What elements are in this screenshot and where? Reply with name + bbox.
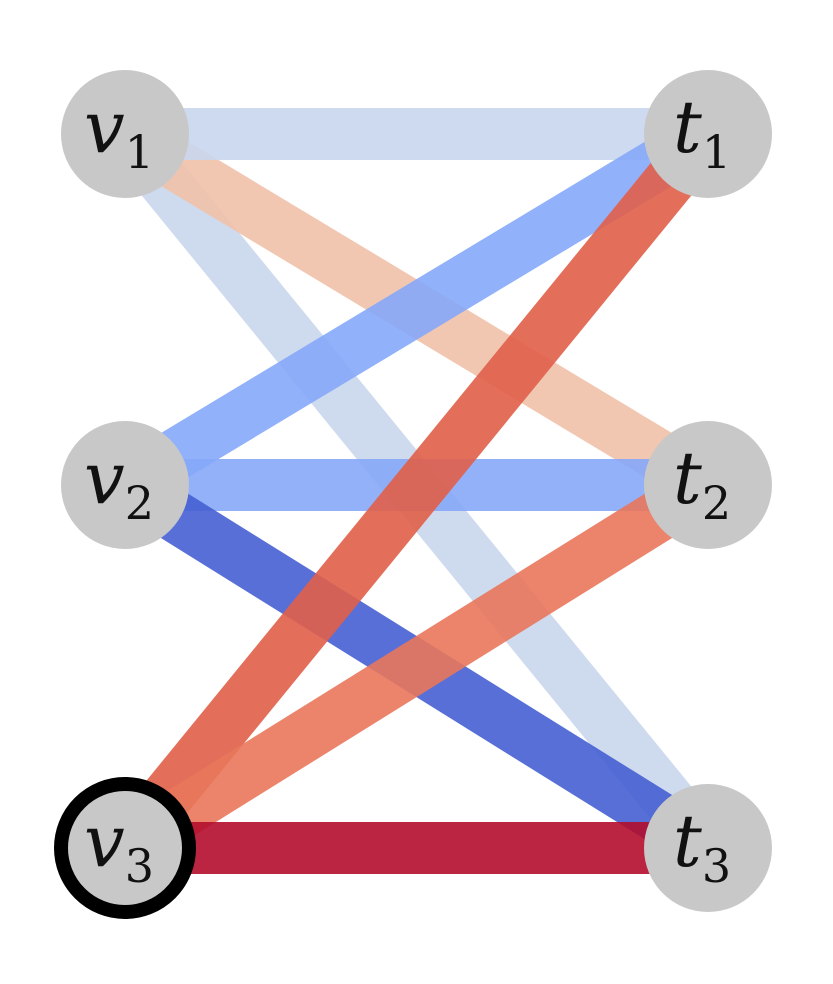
node-circle-t2 (644, 421, 772, 549)
edge-v3-t2 (111, 462, 722, 871)
node-label-t3: t3 (673, 799, 731, 893)
node-label-v3: v3 (84, 799, 154, 893)
node-label-t1: t1 (673, 85, 731, 179)
node-label-v2: v2 (84, 436, 154, 530)
node-v2: v2 (61, 421, 189, 549)
node-t1: t1 (644, 70, 772, 198)
edge-v3-t1 (104, 117, 729, 865)
node-letter-t3: t (673, 799, 703, 883)
node-subscript-v2: 2 (125, 476, 154, 530)
node-t3: t3 (644, 784, 772, 912)
node-letter-v1: v (84, 85, 125, 169)
node-subscript-t2: 2 (702, 476, 731, 530)
node-letter-v3: v (84, 799, 125, 883)
node-letter-t2: t (673, 436, 703, 520)
node-letter-v2: v (84, 436, 125, 520)
node-subscript-t1: 1 (702, 125, 731, 179)
node-v3: v3 (54, 777, 196, 919)
node-label-v1: v1 (84, 85, 154, 179)
edge-v2-t1 (111, 111, 722, 508)
node-subscript-v3: 3 (125, 839, 154, 893)
node-letter-t1: t (673, 85, 703, 169)
node-circle-v1 (61, 70, 189, 198)
node-t2: t2 (644, 421, 772, 549)
node-subscript-v1: 1 (125, 125, 154, 179)
node-v1: v1 (61, 70, 189, 198)
edges-layer (104, 108, 729, 874)
node-circle-t1 (644, 70, 772, 198)
node-label-t2: t2 (673, 436, 731, 530)
node-circle-t3 (644, 784, 772, 912)
node-circle-v3 (54, 777, 196, 919)
node-circle-v2 (61, 421, 189, 549)
node-subscript-t3: 3 (702, 839, 731, 893)
